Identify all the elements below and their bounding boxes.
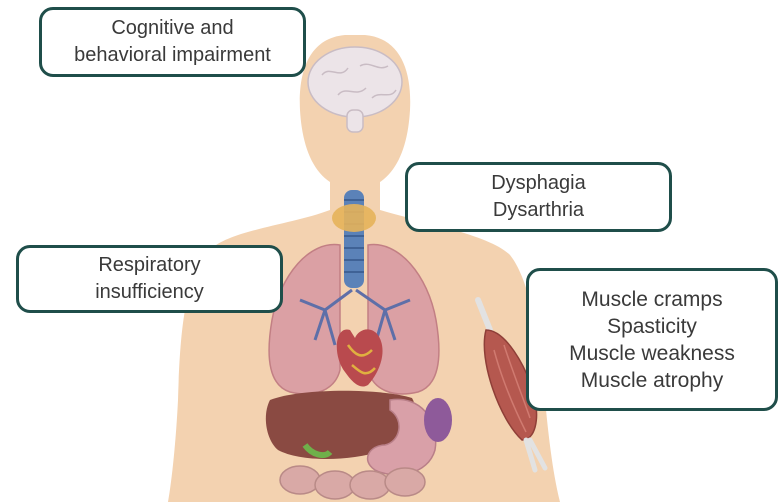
cognitive-label-line-2: behavioral impairment	[74, 42, 271, 69]
muscle-cramps-text: Muscle cramps	[581, 286, 722, 313]
respiratory-label-line-1: Respiratory	[98, 252, 200, 279]
dysphagia-dysarthria-label: Dysphagia Dysarthria	[405, 162, 672, 232]
cognitive-label-line-1: Cognitive and	[111, 15, 233, 42]
thyroid-icon	[332, 204, 376, 232]
respiratory-insufficiency-label: Respiratory insufficiency	[16, 245, 283, 313]
muscle-symptoms-label: Muscle cramps Spasticity Muscle weakness…	[526, 268, 778, 411]
cognitive-impairment-label: Cognitive and behavioral impairment	[39, 7, 306, 77]
muscle-atrophy-text: Muscle atrophy	[581, 367, 723, 394]
muscle-weakness-text: Muscle weakness	[569, 340, 735, 367]
spleen-icon	[424, 398, 452, 442]
spasticity-text: Spasticity	[607, 313, 697, 340]
respiratory-label-line-2: insufficiency	[95, 279, 204, 306]
dysphagia-text: Dysphagia	[491, 170, 586, 197]
dysarthria-text: Dysarthria	[493, 197, 584, 224]
